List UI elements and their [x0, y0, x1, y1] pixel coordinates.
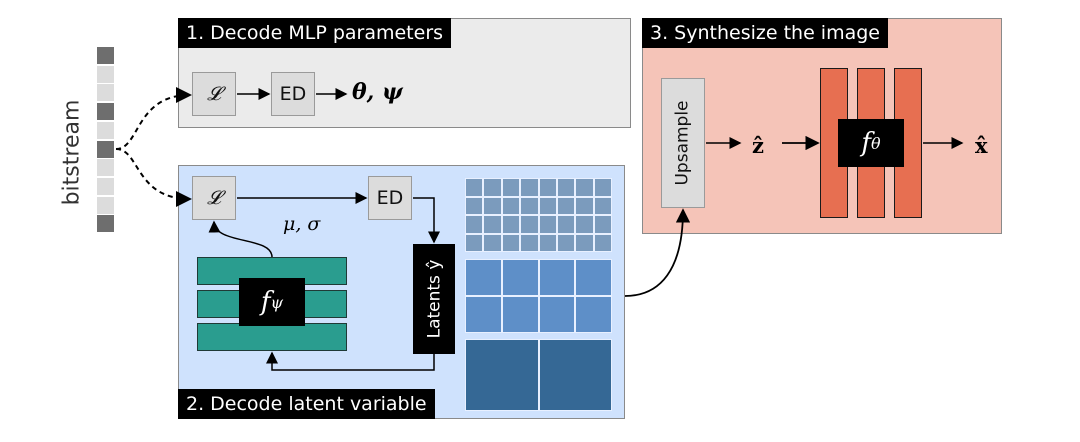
bitstream-bit	[97, 47, 114, 64]
latent-grid-cell	[501, 296, 539, 333]
x-hat: x̂	[975, 133, 988, 158]
latent-grid-cell	[575, 233, 594, 252]
latents-box: Latents ŷ	[413, 244, 455, 354]
panel1-likelihood-box: 𝓛	[192, 72, 236, 116]
latent-grid-cell	[465, 178, 484, 197]
latent-grid-cell	[556, 178, 576, 197]
z-hat: ẑ	[752, 133, 764, 158]
latent-grid-cell	[538, 215, 557, 234]
latent-grid-cell	[538, 178, 557, 197]
latent-grid-cell	[501, 259, 539, 296]
bitstream-bit	[97, 196, 114, 214]
bitstream-to-panel2-arrow	[115, 148, 192, 207]
ed-to-latents-arrow	[413, 197, 440, 244]
latents-to-mlp-arrow	[266, 351, 435, 371]
latent-grid-cell	[465, 296, 502, 333]
panel2-likelihood-box: 𝓛	[192, 176, 236, 220]
latent-grid-cell	[465, 259, 502, 296]
panel1-title: 1. Decode MLP parameters	[178, 18, 452, 48]
latent-grid-cell	[483, 215, 502, 234]
latent-grid-cell	[501, 178, 521, 197]
latent-grid-cell	[593, 233, 612, 252]
bitstream-to-panel1-arrow	[115, 87, 192, 150]
bitstream-bit	[97, 140, 114, 158]
latent-grid-cell	[465, 233, 484, 252]
latent-grid-cell	[538, 339, 612, 411]
panel1-entropy-decoder-box: ED	[271, 72, 315, 116]
latent-grid-cell	[483, 196, 502, 215]
bitstream-bit	[97, 215, 114, 233]
latent-grid-cell	[593, 215, 612, 234]
latent-grid-cell	[538, 296, 576, 333]
latent-grid-cell	[575, 259, 612, 296]
latent-grid-cell	[538, 259, 576, 296]
bitstream-bit	[97, 159, 114, 177]
upsample-box: Upsample	[661, 78, 705, 208]
panel2-mu-sigma: μ, σ	[283, 213, 321, 235]
latents-to-upsample-arrow	[624, 208, 691, 297]
latent-grid-cell	[465, 215, 484, 234]
latent-grid-cell	[538, 233, 557, 252]
mlp-to-l-arrow	[208, 220, 273, 258]
bitstream-bit	[97, 177, 114, 195]
latent-grid-cell	[538, 196, 557, 215]
latent-grid-cell	[483, 233, 502, 252]
panel1-output-params: θ, ψ	[352, 79, 403, 105]
latent-grid-cell	[501, 215, 521, 234]
latent-grid-cell	[501, 196, 521, 215]
panel2-entropy-decoder-box: ED	[368, 176, 412, 220]
latent-grid-cell	[593, 196, 612, 215]
latent-grid-cell	[556, 233, 576, 252]
latent-grid-cell	[520, 178, 539, 197]
latent-grid-cell	[520, 215, 539, 234]
panel3-title: 3. Synthesize the image	[642, 18, 888, 48]
latent-grid-cell	[483, 178, 502, 197]
latent-grid-cell	[575, 196, 594, 215]
latent-grid-cell	[575, 296, 612, 333]
latent-grid-cell	[465, 339, 539, 411]
bitstream-bit	[97, 84, 114, 102]
latent-grid-cell	[593, 178, 612, 197]
mlp-psi-layer-3	[197, 323, 347, 351]
latent-grid-cell	[520, 233, 539, 252]
latent-grid-cell	[556, 215, 576, 234]
latent-grid-cell	[501, 233, 521, 252]
latent-grid-cell	[520, 196, 539, 215]
bitstream-bit	[97, 103, 114, 121]
latent-grid-cell	[465, 196, 484, 215]
latent-grid-cell	[575, 215, 594, 234]
bitstream-bit	[97, 65, 114, 83]
latent-grid-cell	[575, 178, 594, 197]
latent-grid-cell	[556, 196, 576, 215]
panel2-title: 2. Decode latent variable	[178, 389, 435, 419]
bitstream-bit	[97, 121, 114, 139]
